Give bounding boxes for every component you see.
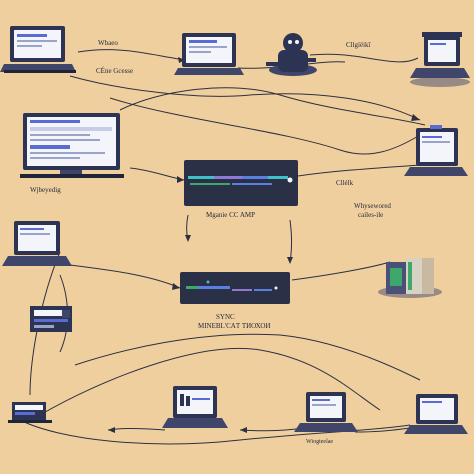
- laptop-icon: [162, 386, 228, 428]
- connector-line: [19, 419, 411, 445]
- laptop-icon: [404, 125, 468, 176]
- arrowhead: [411, 114, 420, 121]
- laptop-icon: [404, 394, 468, 434]
- laptop-icon: [294, 392, 358, 432]
- connector-line: [69, 264, 181, 289]
- connector-line: [107, 428, 166, 431]
- arrowhead: [185, 235, 191, 242]
- arrowhead: [240, 427, 247, 433]
- monitor-icon: [20, 113, 124, 178]
- sync-bar-panel: [180, 272, 290, 304]
- connector-line: [119, 87, 426, 126]
- center-caption: Mganie CC AMP: [206, 211, 256, 219]
- connector-line: [74, 333, 421, 381]
- top-laptop-note: Wbaeo: [98, 39, 118, 47]
- server-icon: [30, 306, 72, 332]
- right-caption-1: Whysewored: [354, 202, 391, 210]
- mid-right-caption: Cllélk: [336, 179, 354, 187]
- top-right-caption: Cllgíëikĩ: [346, 41, 371, 49]
- connector-line: [354, 427, 411, 433]
- sync-title: SYNC: [216, 313, 235, 321]
- character-icon: [266, 33, 317, 76]
- laptop-icon: [0, 26, 76, 73]
- laptop-icon: [2, 221, 72, 266]
- arrowhead: [177, 176, 184, 183]
- connector-line: [77, 49, 186, 61]
- connector-line: [129, 167, 185, 181]
- arrowhead: [178, 57, 185, 63]
- connector-line: [39, 347, 381, 416]
- arrowheads: [108, 57, 420, 433]
- connector-line: [109, 97, 421, 155]
- hardware-box-icon: [378, 258, 442, 298]
- top-left-caption: CÉne Gcesse: [96, 67, 134, 75]
- connector-line: [297, 164, 421, 177]
- progress-bar-panel: [184, 160, 298, 206]
- arrowhead: [108, 427, 115, 433]
- connector-line: [69, 75, 421, 121]
- connector-line: [291, 261, 391, 281]
- connector-line: [309, 53, 419, 63]
- connection-lines: [19, 49, 426, 445]
- arrowhead: [287, 257, 293, 264]
- sync-caption: MINEBL'CAТ ТИОХОИ: [198, 322, 271, 330]
- right-caption-2: cailes-ile: [358, 211, 384, 219]
- laptop-icon: [174, 33, 244, 75]
- server-icon: [8, 402, 52, 423]
- laptop-icon: [410, 32, 470, 87]
- connector-line: [289, 219, 292, 263]
- mid-monitor-caption: Wjbeyedig: [30, 186, 61, 194]
- arrowhead: [172, 283, 180, 290]
- bottom-caption: Wiogteelae: [306, 439, 334, 445]
